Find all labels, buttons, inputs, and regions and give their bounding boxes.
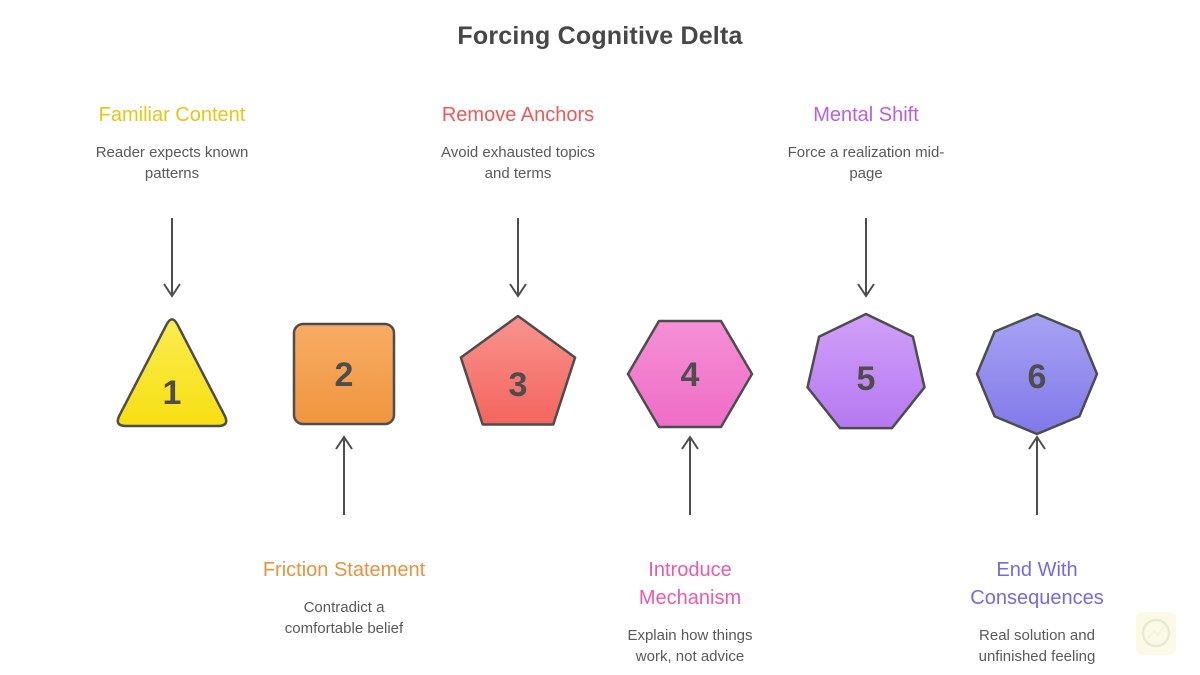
step-1-label: Familiar Content Reader expects known pa… [67, 101, 277, 184]
step-column-3: Remove Anchors Avoid exhausted topics an… [413, 0, 623, 675]
step-6-number: 6 [1028, 358, 1047, 396]
triangle-shape: 1 [108, 310, 236, 432]
step-1-number: 1 [163, 374, 182, 412]
step-3-label: Remove Anchors Avoid exhausted topics an… [413, 101, 623, 184]
step-5-number: 5 [857, 360, 876, 398]
down-arrow-icon [509, 218, 527, 298]
step-2-number: 2 [335, 356, 354, 394]
down-arrow-icon [857, 218, 875, 298]
step-3-description: Avoid exhausted topics and terms [441, 144, 595, 182]
step-2-description: Contradict a comfortable belief [284, 599, 404, 637]
page-title: Forcing Cognitive Delta [457, 22, 743, 50]
pentagon-shape: 3 [456, 310, 580, 432]
step-2-heading: Friction Statement [262, 559, 426, 581]
step-5-label: Mental Shift Force a realization mid- pa… [761, 101, 971, 184]
step-2-label: Friction Statement Contradict a comforta… [239, 556, 449, 639]
step-column-1: Familiar Content Reader expects known pa… [67, 0, 277, 675]
step-5-heading: Mental Shift [813, 104, 919, 126]
step-5-description: Force a realization mid- page [787, 144, 945, 182]
step-6-heading: End With Consequences [970, 559, 1104, 609]
square-shape: 2 [290, 320, 398, 428]
step-1-description: Reader expects known patterns [95, 144, 249, 182]
step-column-4: 4 Introduce Mechanism Explain how things… [585, 0, 795, 675]
up-arrow-icon [335, 435, 353, 515]
hexagon-shape: 4 [626, 318, 754, 430]
heptagon-shape: 5 [804, 310, 928, 434]
step-4-label: Introduce Mechanism Explain how things w… [585, 556, 795, 667]
up-arrow-icon [681, 435, 699, 515]
trend-line-circle-icon [1141, 618, 1171, 648]
step-6-description: Real solution and unfinished feeling [978, 627, 1096, 665]
octagon-shape: 6 [975, 312, 1099, 436]
step-column-5: Mental Shift Force a realization mid- pa… [761, 0, 971, 675]
watermark-logo [1136, 612, 1176, 655]
step-3-heading: Remove Anchors [441, 104, 595, 126]
down-arrow-icon [163, 218, 181, 298]
step-4-heading: Introduce Mechanism [638, 559, 742, 609]
up-arrow-icon [1028, 435, 1046, 515]
step-4-description: Explain how things work, not advice [627, 627, 753, 665]
step-column-2: 2 Friction Statement Contradict a comfor… [239, 0, 449, 675]
step-column-6: 6 End With Consequences Real solution an… [932, 0, 1142, 675]
step-1-heading: Familiar Content [98, 104, 246, 126]
step-3-number: 3 [509, 366, 528, 404]
step-4-number: 4 [681, 356, 700, 394]
step-6-label: End With Consequences Real solution and … [932, 556, 1142, 667]
